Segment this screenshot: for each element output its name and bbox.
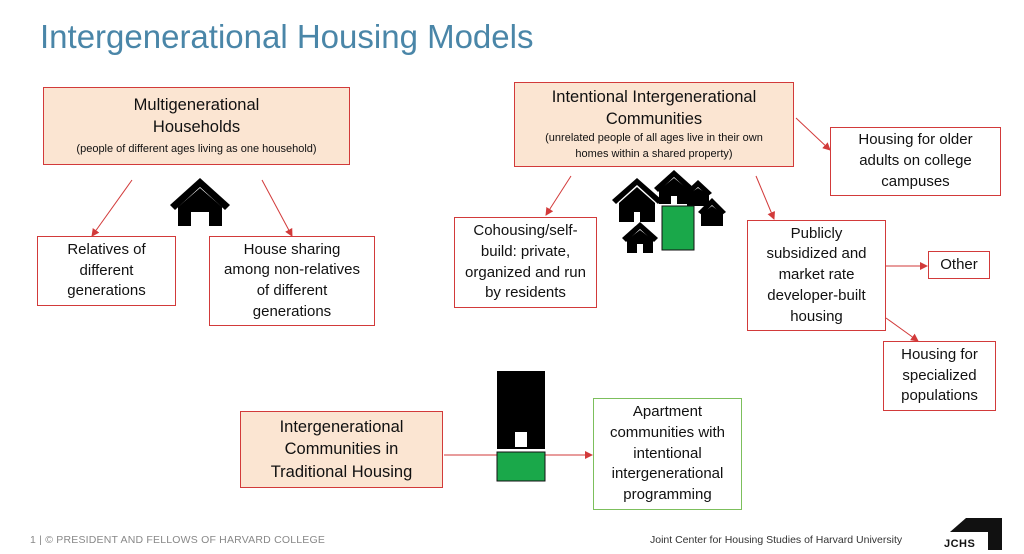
node-college-campuses: Housing for older adults on college camp… <box>830 127 1001 196</box>
node-publicly-subsidized: Publicly subsidized and market rate deve… <box>747 220 886 331</box>
multigen-title: Multigenerational Households <box>133 95 260 137</box>
jchs-logo-text: JCHS <box>944 538 976 550</box>
page-title: Intergenerational Housing Models <box>40 18 534 55</box>
footer-copyright: 1 | © PRESIDENT AND FELLOWS OF HARVARD C… <box>30 534 326 546</box>
node-apartment-communities: Apartment communities with intentional i… <box>593 398 742 510</box>
node-house-sharing: House sharing among non-relatives of dif… <box>209 236 375 326</box>
multigen-subtitle: (people of different ages living as one … <box>76 143 317 156</box>
house-icon <box>170 178 230 226</box>
cohousing-label: Cohousing/self- build: private, organize… <box>465 222 586 302</box>
node-multigenerational-households: Multigenerational Households (people of … <box>43 87 350 165</box>
arrow-publicly-specialized <box>885 317 919 342</box>
apartment-label: Apartment communities with intentional i… <box>609 403 726 504</box>
jchs-roof-icon <box>950 518 1002 550</box>
node-specialized-populations: Housing for specialized populations <box>883 341 996 411</box>
houses-cluster-icon <box>612 170 726 253</box>
arrow-intentional-college <box>795 117 831 151</box>
node-intentional-communities: Intentional Intergenerational Communitie… <box>514 82 794 167</box>
other-label: Other <box>940 255 978 273</box>
house-sharing-label: House sharing among non-relatives of dif… <box>224 240 360 320</box>
node-traditional-housing: Intergenerational Communities in Traditi… <box>240 411 443 488</box>
arrow-intentional-cohousing <box>545 175 572 216</box>
intentional-title: Intentional Intergenerational Communitie… <box>551 87 757 129</box>
publicly-label: Publicly subsidized and market rate deve… <box>766 224 867 325</box>
apartment-building-icon <box>496 371 546 482</box>
node-other: Other <box>928 251 990 279</box>
node-relatives: Relatives of different generations <box>37 236 176 306</box>
traditional-label: Intergenerational Communities in Traditi… <box>270 418 413 481</box>
jchs-logo-icon: JCHS <box>944 518 1002 550</box>
node-cohousing: Cohousing/self- build: private, organize… <box>454 217 597 308</box>
arrow-multigen-relatives <box>91 179 133 237</box>
intentional-subtitle: (unrelated people of all ages live in th… <box>545 132 763 161</box>
relatives-label: Relatives of different generations <box>67 240 146 300</box>
specialized-label: Housing for specialized populations <box>901 345 978 405</box>
college-label: Housing for older adults on college camp… <box>858 131 973 190</box>
footer-organization: Joint Center for Housing Studies of Harv… <box>650 534 903 546</box>
arrow-intentional-publicly <box>755 175 775 220</box>
arrow-multigen-housesharing <box>261 179 293 237</box>
